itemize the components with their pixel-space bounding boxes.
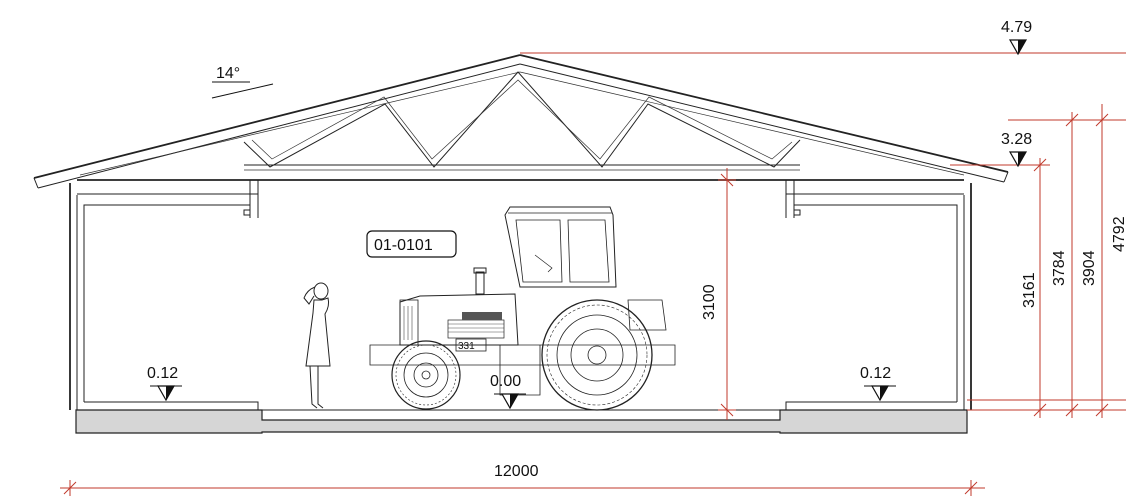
roof: [33, 54, 1009, 189]
room-tag: 01-0101: [366, 230, 457, 258]
level-eaves-label: 3.28: [1001, 131, 1032, 148]
tractor-cab: [504, 206, 617, 288]
roof-truss: [243, 71, 801, 171]
level-marker-eaves: 3.28: [1001, 131, 1032, 168]
level-marker-floor-right: 0.12: [860, 365, 896, 402]
level-ridge-label: 4.79: [1001, 19, 1032, 36]
level-floor-center-label: 0.00: [490, 373, 521, 390]
tractor-illustration: 331: [369, 206, 676, 411]
dimension-3161: 3161: [1021, 272, 1038, 308]
person-silhouette: [303, 282, 331, 409]
tractor-engine: [399, 267, 519, 352]
room-tag-label: 01-0101: [374, 237, 433, 254]
level-marker-ridge: 4.79: [1001, 19, 1032, 56]
dimension-3904: 3904: [1081, 250, 1098, 286]
roof-pitch-indicator: 14°: [211, 65, 274, 99]
roof-pitch-label: 14°: [216, 65, 240, 82]
dimension-overall-width: 12000: [494, 463, 539, 480]
level-marker-floor-left: 0.12: [147, 365, 182, 402]
tractor-front-wheel: [391, 340, 461, 410]
dimension-clear-height: 3100: [701, 284, 718, 320]
level-floor-right-label: 0.12: [860, 365, 891, 382]
dimension-lines: [60, 52, 1126, 496]
right-side-room: [785, 204, 958, 410]
level-marker-floor-center: 0.00: [490, 373, 526, 410]
exterior-walls: [69, 183, 972, 410]
tractor-badge: 331: [458, 341, 475, 352]
left-side-room: [83, 204, 259, 410]
level-floor-left-label: 0.12: [147, 365, 178, 382]
dimension-3784: 3784: [1051, 250, 1068, 286]
ceiling-beam: [77, 179, 964, 218]
tractor-rear-wheel: [541, 299, 653, 411]
floor-slab: [75, 409, 968, 434]
dimension-4792: 4792: [1111, 216, 1126, 252]
